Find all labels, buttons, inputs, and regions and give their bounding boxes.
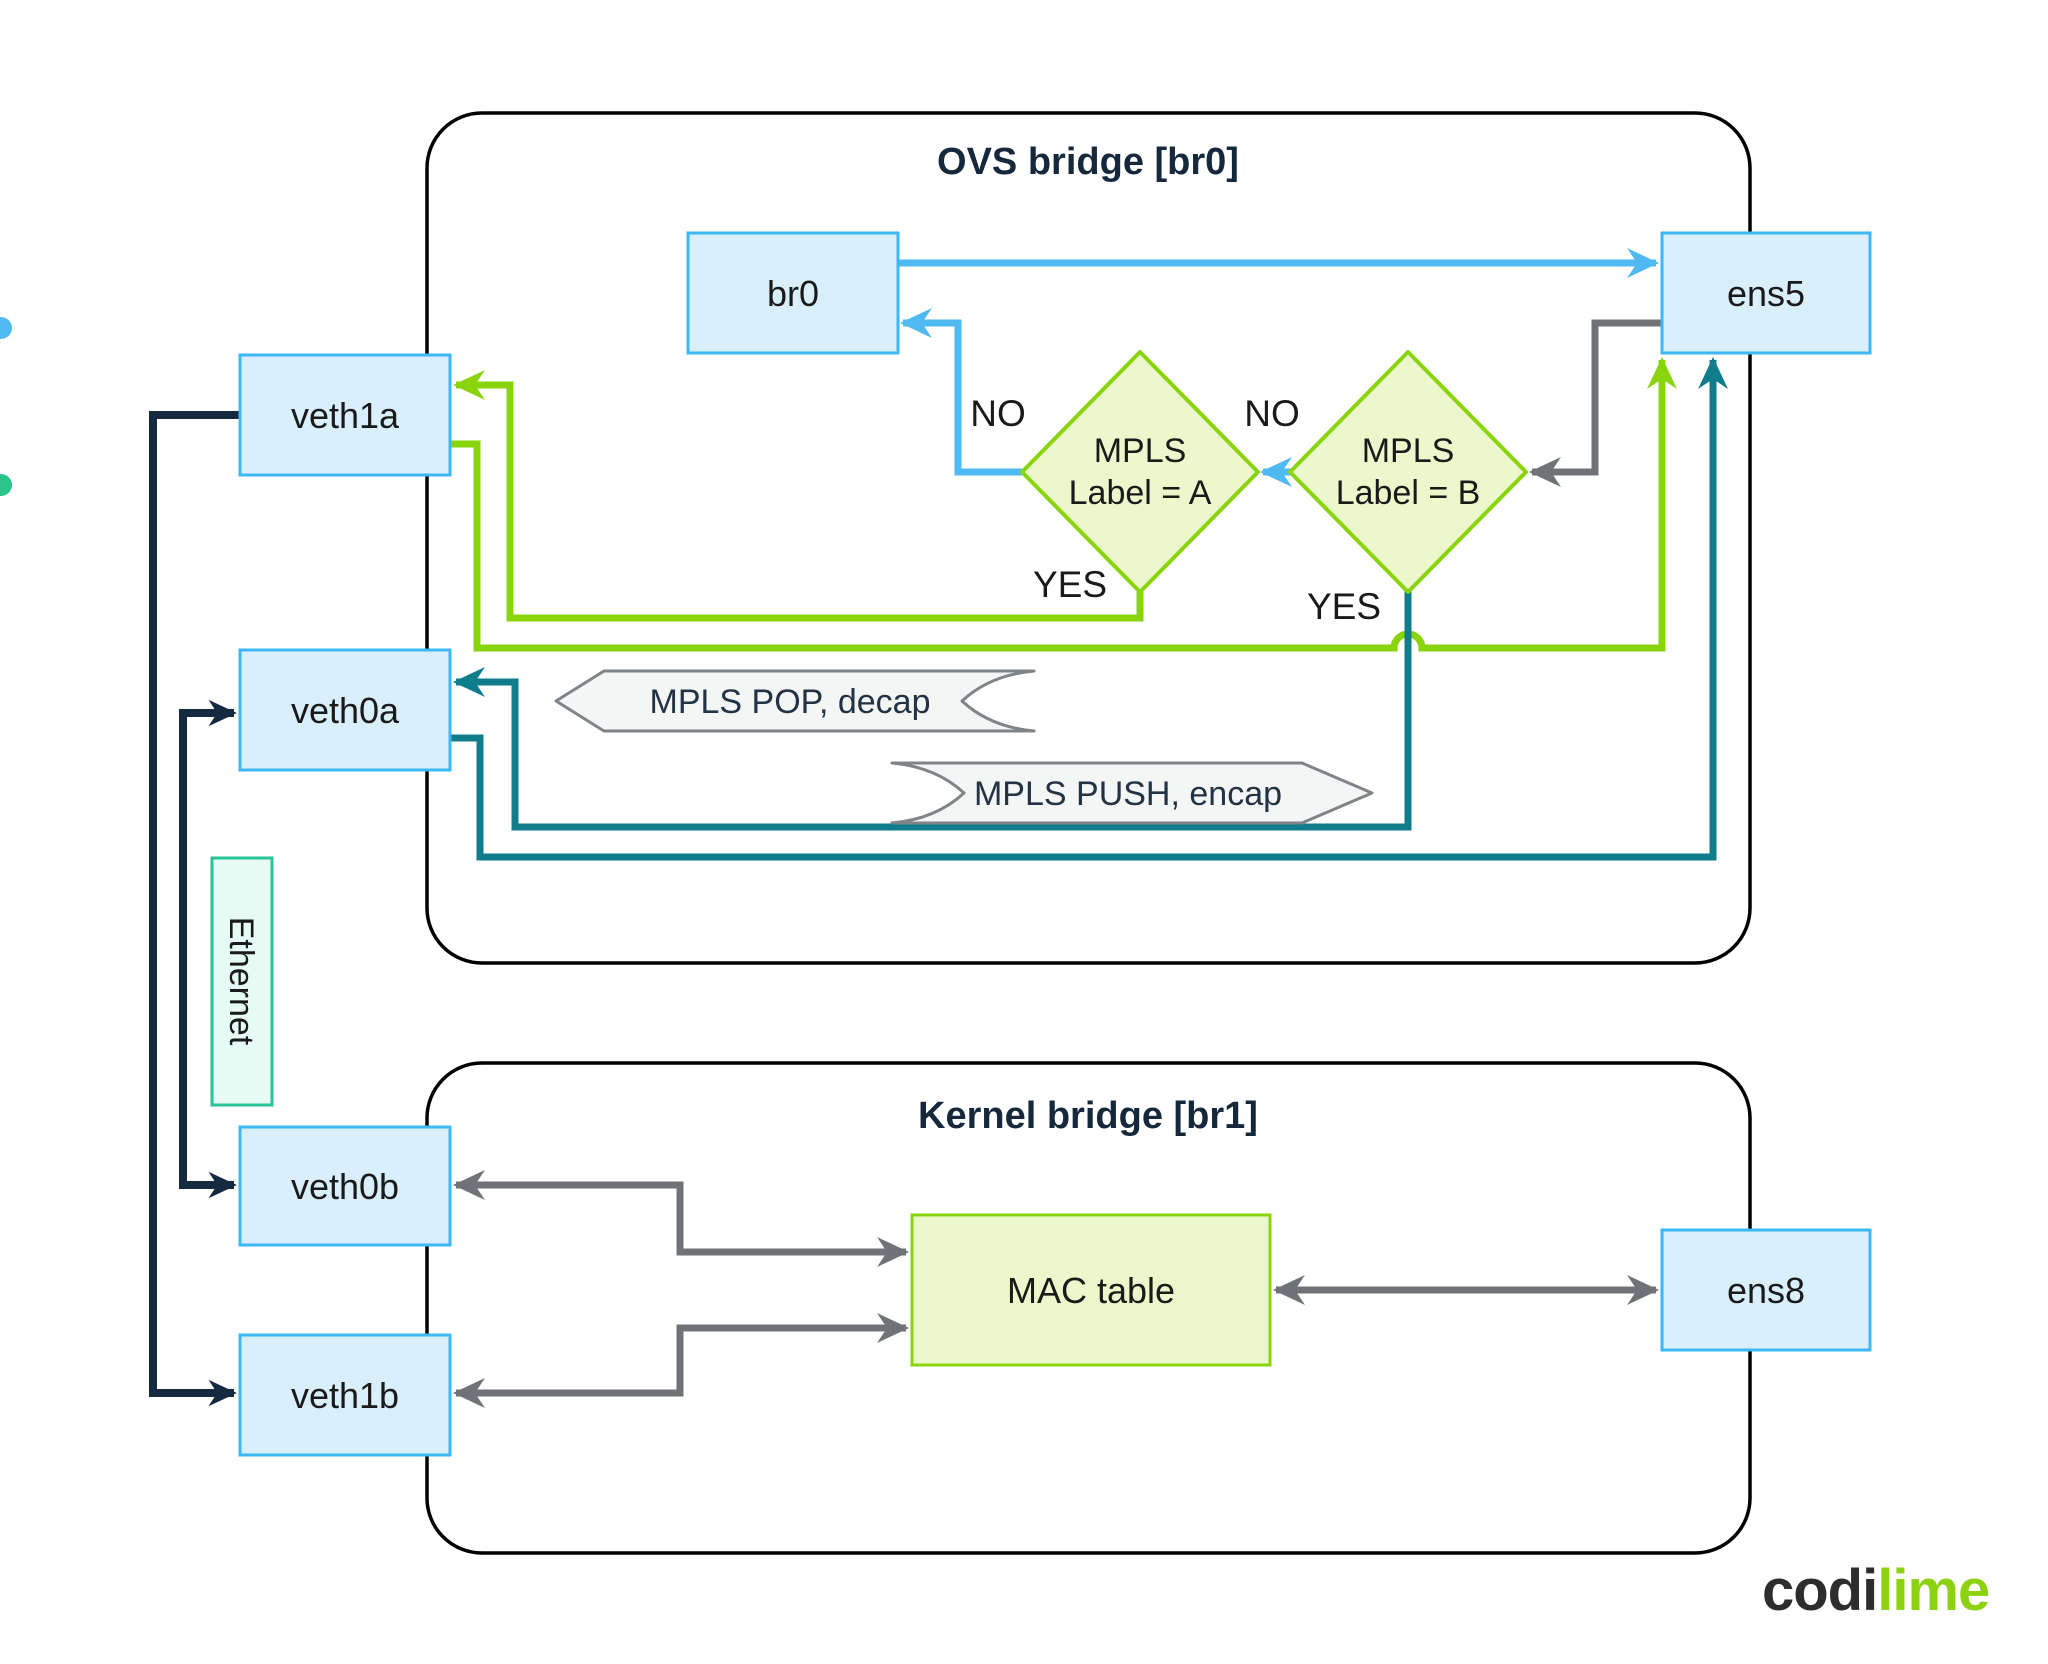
ens5-box xyxy=(1660,231,1872,355)
ens8-label: ens8 xyxy=(1727,1270,1805,1311)
edge-dot-green xyxy=(0,474,12,496)
decision-mpls-label-a: MPLS Label = A xyxy=(1020,350,1260,594)
edge-labelA-no-to-br0 xyxy=(900,308,1022,476)
veth0b-box xyxy=(238,1125,452,1247)
ens8-box xyxy=(1660,1228,1872,1352)
banner-mpls-push: MPLS PUSH, encap xyxy=(890,761,1374,825)
edge-veth0a-to-veth0b xyxy=(179,699,237,1199)
node-br0: br0 xyxy=(686,231,900,355)
edge-veth0a-to-ens5 xyxy=(450,357,1728,861)
logo-dark-part: codi xyxy=(1762,1558,1877,1623)
veth1a-label: veth1a xyxy=(291,395,400,436)
ethernet-label: Ethernet xyxy=(222,917,260,1046)
ovs-bridge-title: OVS bridge [br0] xyxy=(937,141,1239,183)
logo-lime-part: lime xyxy=(1877,1558,1989,1623)
yes-label-b: YES xyxy=(1307,586,1381,627)
ethernet-box xyxy=(210,856,274,1107)
node-veth1a: veth1a xyxy=(238,353,452,477)
no-label-a: NO xyxy=(970,393,1026,434)
veth0a-box xyxy=(238,648,452,772)
edge-veth1a-to-veth1b xyxy=(149,411,240,1407)
node-ens5: ens5 xyxy=(1660,231,1872,355)
mpls-pop-label: MPLS POP, decap xyxy=(650,683,931,721)
yes-label-a: YES xyxy=(1033,564,1107,605)
edge-labelA-yes-to-veth1a xyxy=(453,370,1144,622)
veth0b-label: veth0b xyxy=(291,1166,399,1207)
mpls-label-a-diamond xyxy=(1020,350,1260,594)
node-ens8: ens8 xyxy=(1660,1228,1872,1352)
edge-labelB-yes-to-veth0a xyxy=(453,590,1412,831)
mpls-label-a-line2: Label = A xyxy=(1069,474,1212,512)
mpls-pop-ribbon xyxy=(554,669,1036,733)
edge-ens5-to-labelB xyxy=(1529,319,1662,487)
node-veth1b: veth1b xyxy=(238,1333,452,1457)
mpls-label-b-line2: Label = B xyxy=(1336,474,1481,512)
mpls-push-label: MPLS PUSH, encap xyxy=(974,775,1282,813)
edge-veth1b-to-mac-table xyxy=(453,1313,909,1408)
codilime-logo: codilime xyxy=(1762,1558,1989,1623)
node-veth0b: veth0b xyxy=(238,1125,452,1247)
banner-mpls-pop: MPLS POP, decap xyxy=(554,669,1036,733)
ovs-bridge-container xyxy=(425,111,1752,965)
veth0a-label: veth0a xyxy=(291,690,400,731)
mpls-label-a-line1: MPLS xyxy=(1094,432,1187,470)
mpls-push-ribbon xyxy=(890,761,1374,825)
decision-mpls-label-b: MPLS Label = B xyxy=(1288,350,1528,594)
br0-label: br0 xyxy=(767,273,819,314)
br0-box xyxy=(686,231,900,355)
edge-dot-blue xyxy=(0,317,12,339)
kernel-bridge-title: Kernel bridge [br1] xyxy=(918,1095,1258,1137)
veth1a-box xyxy=(238,353,452,477)
node-veth0a: veth0a xyxy=(238,648,452,772)
node-mac-table: MAC table xyxy=(910,1213,1272,1367)
mac-table-label: MAC table xyxy=(1007,1270,1175,1311)
mpls-label-b-line1: MPLS xyxy=(1362,432,1455,470)
mpls-label-b-diamond xyxy=(1288,350,1528,594)
veth1b-box xyxy=(238,1333,452,1457)
veth1b-label: veth1b xyxy=(291,1375,399,1416)
no-label-b: NO xyxy=(1244,393,1300,434)
edge-veth0b-to-mac-table xyxy=(453,1170,909,1267)
ethernet-tag: Ethernet xyxy=(210,856,274,1107)
mac-table-box xyxy=(910,1213,1272,1367)
ens5-label: ens5 xyxy=(1727,273,1805,314)
